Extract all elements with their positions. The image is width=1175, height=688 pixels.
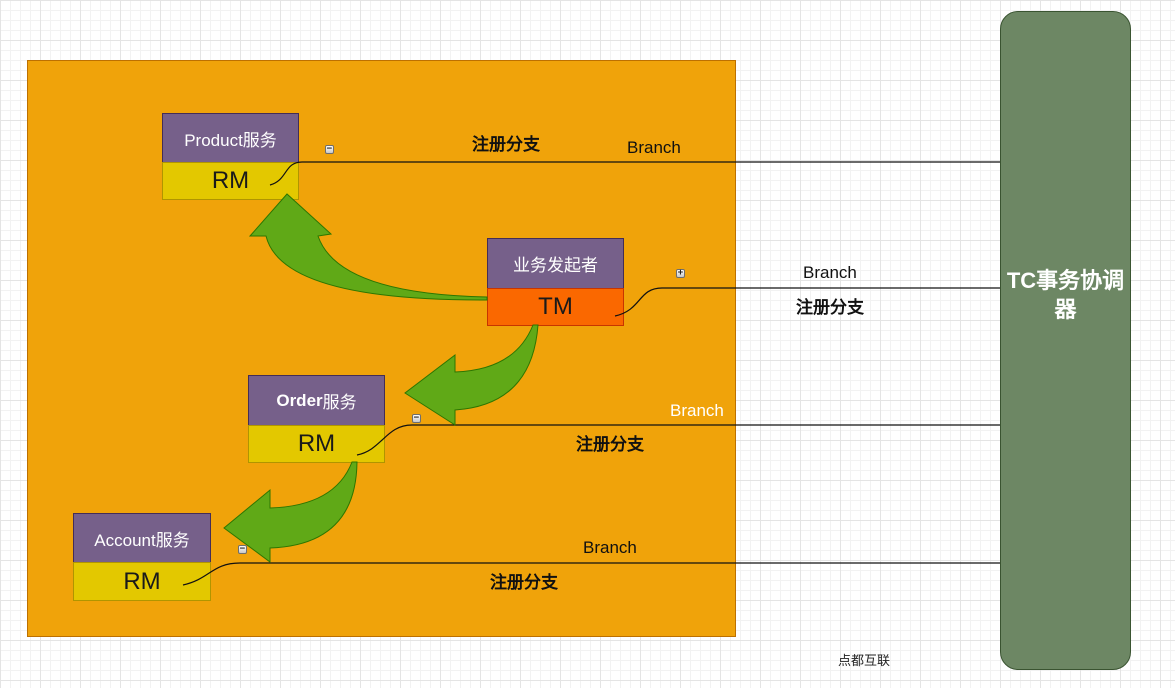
product-branch-connector [269, 161, 1000, 186]
account-rm-label: RM [73, 562, 211, 601]
flow-arrow-initiator-to-product [248, 193, 488, 301]
initiator-branch-connector [614, 287, 1000, 317]
account-branch-connector [182, 562, 1000, 586]
account-service-node: Account服务 RM [73, 513, 211, 601]
collapse-icon[interactable]: − [325, 144, 334, 154]
initiator-node: 业务发起者 TM [487, 238, 624, 326]
order-rm-label: RM [248, 425, 385, 463]
product-service-title: Product服务 [162, 113, 299, 163]
order-title-name: Order [276, 390, 323, 410]
initiator-tm-label: TM [487, 288, 624, 326]
order-title-suffix: 服务 [322, 393, 357, 412]
flow-arrow-order-to-account [223, 461, 358, 563]
initiator-register-label: 注册分支 [796, 298, 864, 317]
account-register-label: 注册分支 [490, 573, 558, 592]
account-service-title: Account服务 [73, 513, 211, 563]
product-register-label: 注册分支 [472, 135, 540, 154]
product-service-node: Product服务 RM [162, 113, 299, 200]
footer-caption: 点都互联 [838, 653, 891, 668]
initiator-branch-label: Branch [803, 263, 857, 282]
tc-coordinator-label-wrap: TC事务协调器 [1000, 266, 1131, 324]
expand-icon[interactable]: + [676, 268, 685, 278]
account-branch-label: Branch [583, 538, 637, 557]
product-branch-label: Branch [627, 138, 681, 157]
flow-arrow-initiator-to-order [404, 324, 539, 426]
tc-coordinator-node [1000, 11, 1131, 670]
tc-coordinator-label: TC事务协调器 [1006, 268, 1125, 322]
order-register-label: 注册分支 [576, 435, 644, 454]
order-branch-label: Branch [670, 401, 724, 420]
collapse-icon[interactable]: − [412, 413, 421, 423]
order-branch-connector [356, 424, 1000, 456]
product-rm-label: RM [162, 162, 299, 200]
collapse-icon[interactable]: − [238, 544, 247, 554]
